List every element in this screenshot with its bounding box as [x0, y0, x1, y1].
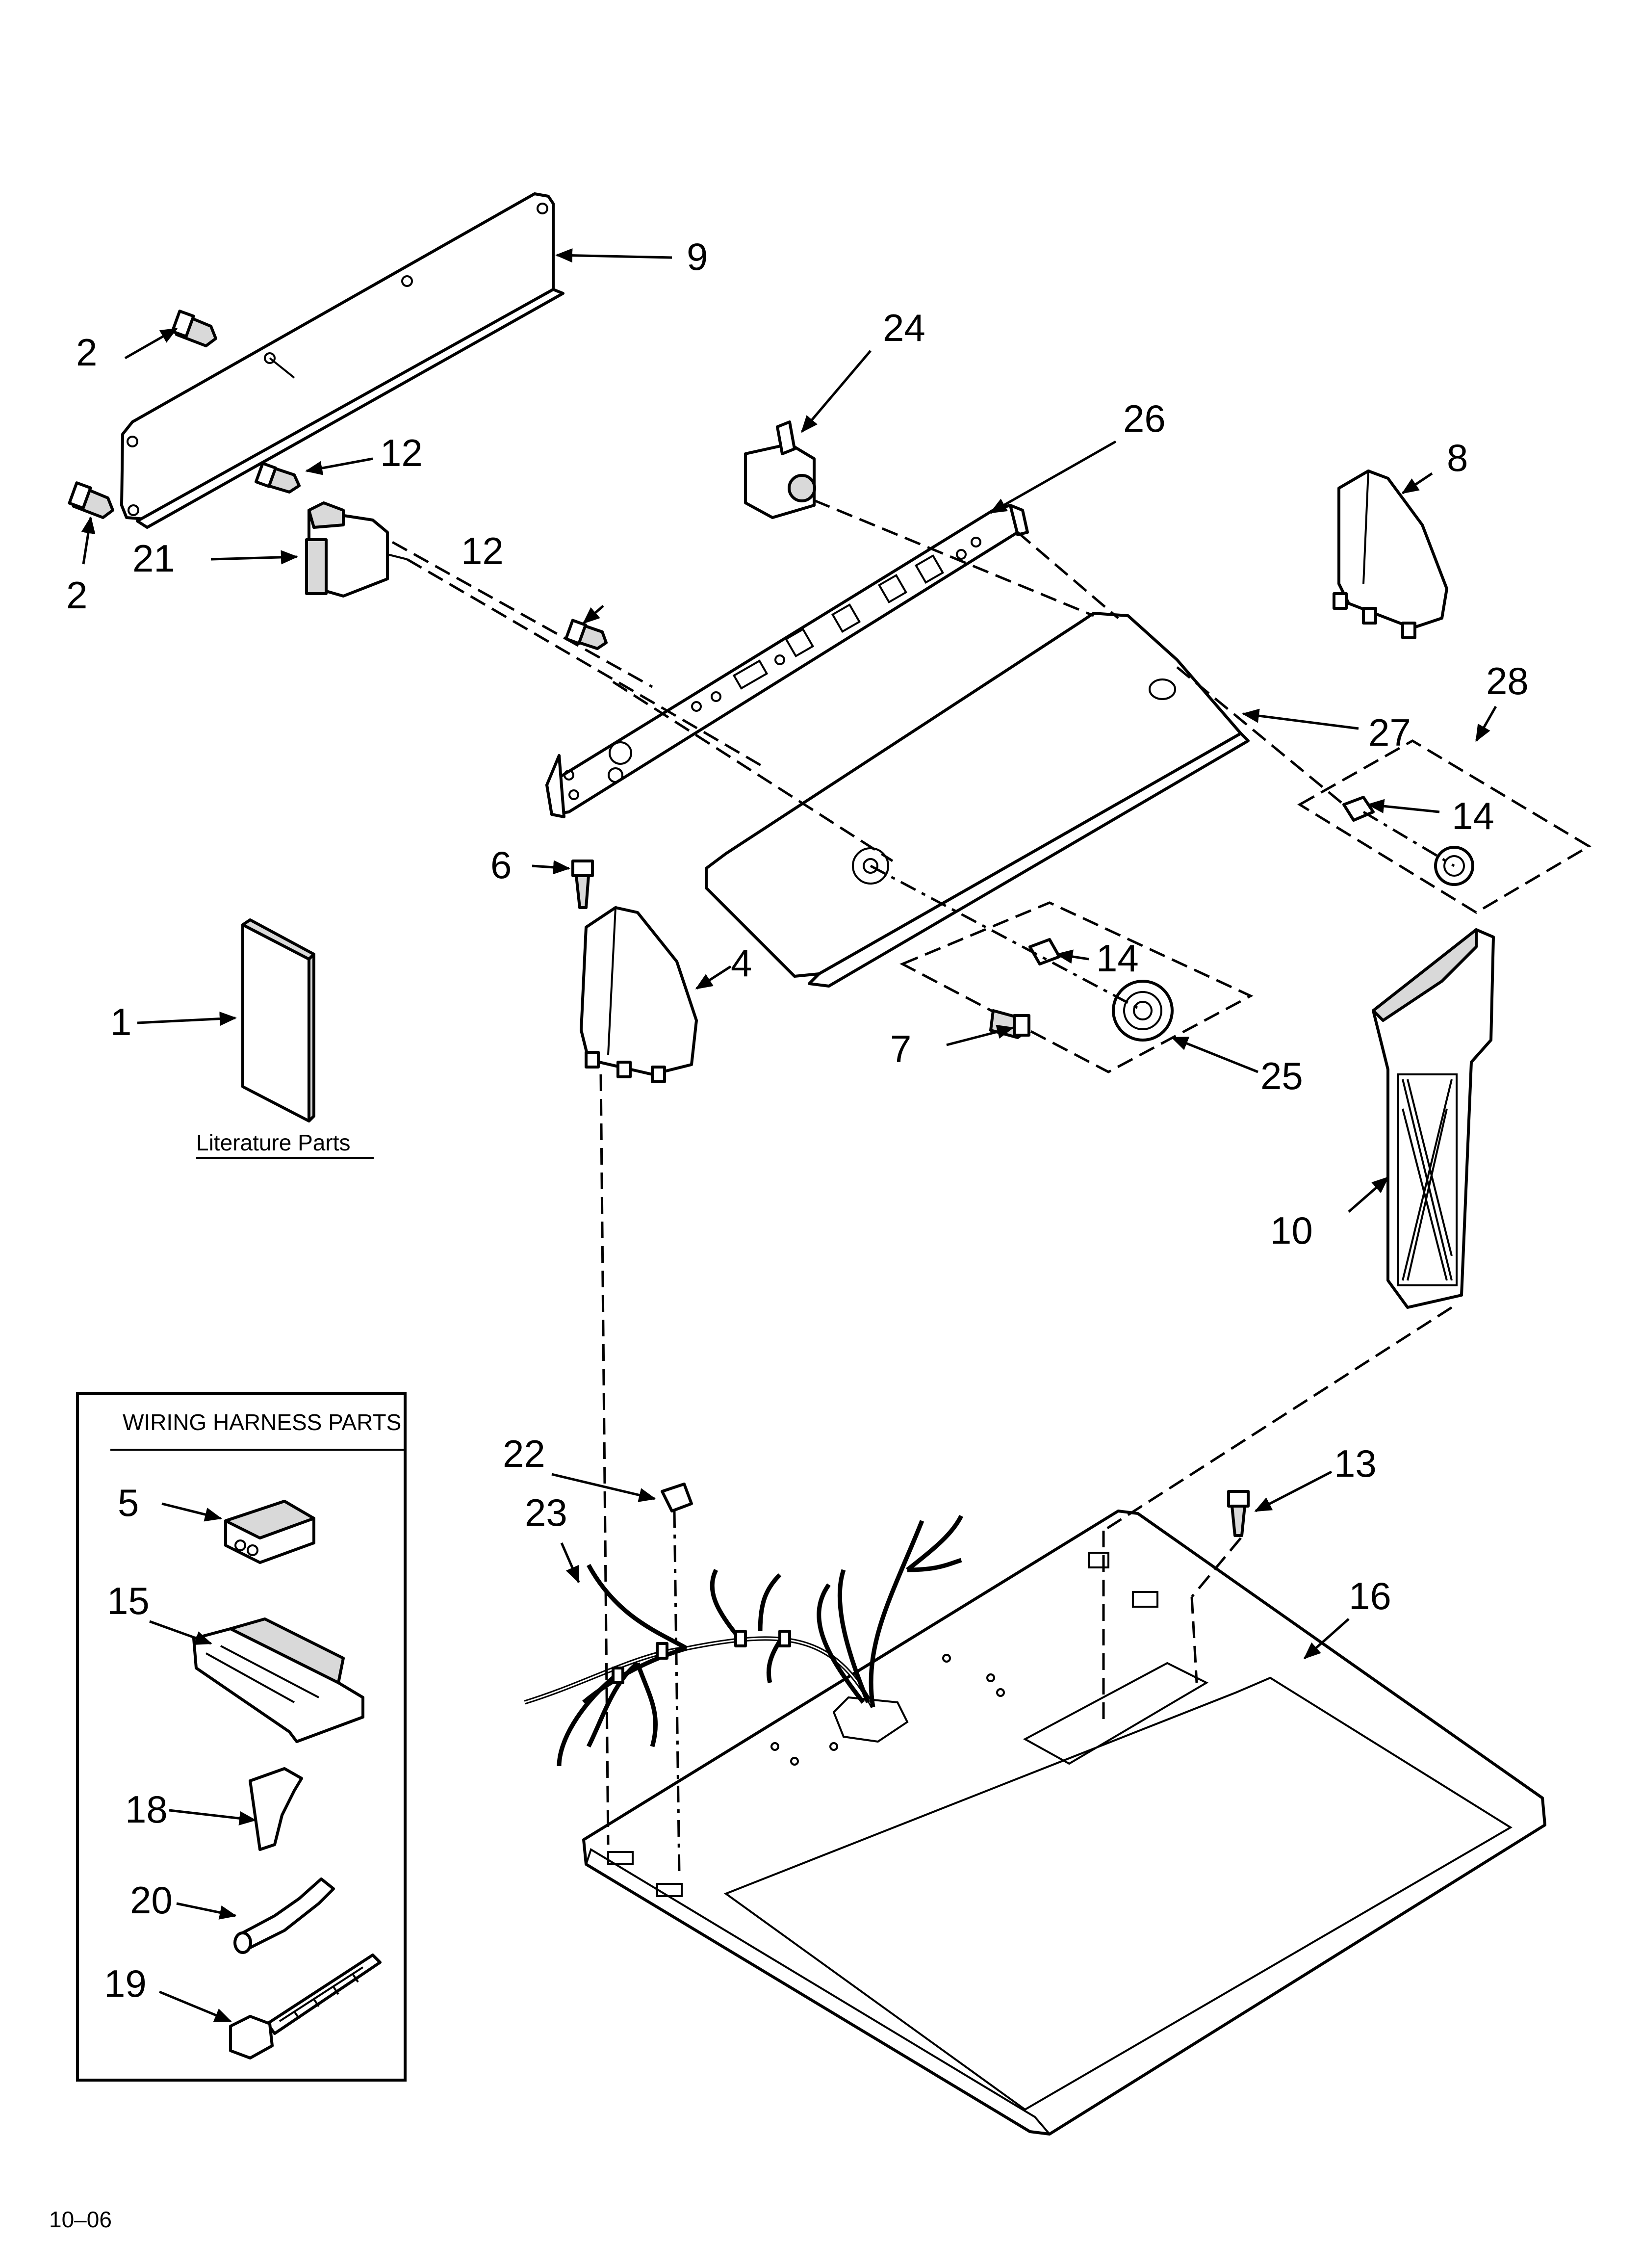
- callout-labels: 9 2 2 12 12 21 24 26 8 27 28 14 6 4 14 7…: [49, 235, 1529, 2232]
- callout-28: 28: [1486, 659, 1529, 703]
- wiring-harness-box-title: WIRING HARNESS PARTS: [123, 1409, 401, 1435]
- part-26-control-bracket: [545, 504, 1029, 818]
- callout-18: 18: [125, 1788, 168, 1831]
- callout-8: 8: [1447, 436, 1468, 479]
- part-20-terminal: [233, 1877, 335, 1954]
- part-2-screw-bottom: [68, 481, 114, 519]
- part-9-rear-panel: [120, 192, 564, 529]
- literature-parts-label: Literature Parts: [196, 1130, 350, 1155]
- callout-14-right: 14: [1452, 794, 1494, 837]
- part-13-screw: [1227, 1490, 1250, 1537]
- part-28-knob-group: [1297, 739, 1591, 914]
- callout-27: 27: [1368, 711, 1411, 754]
- part-4-end-cap-left: [580, 906, 698, 1083]
- part-16-top-panel: [582, 1510, 1546, 2136]
- part-10-lint-screen: [1372, 928, 1495, 1309]
- callout-14-left: 14: [1096, 937, 1139, 980]
- callout-13: 13: [1334, 1442, 1377, 1485]
- callout-21: 21: [132, 537, 175, 580]
- callout-12-top: 12: [380, 431, 423, 474]
- part-7-screw: [989, 1009, 1030, 1039]
- part-6-screw: [571, 860, 594, 909]
- callout-22: 22: [503, 1432, 545, 1475]
- part-18-clip: [249, 1767, 303, 1851]
- callout-24: 24: [883, 306, 925, 349]
- callout-7: 7: [890, 1027, 911, 1070]
- callout-2-bottom: 2: [66, 574, 87, 617]
- wiring-harness-parts-box: [76, 1392, 407, 2082]
- part-23-wiring-harness: [524, 1514, 964, 1767]
- part-22-clip: [661, 1483, 693, 1512]
- callout-4: 4: [731, 941, 752, 985]
- part-27-console: [705, 612, 1250, 988]
- part-25-knob-group: [899, 901, 1254, 1073]
- part-12-screw-top: [255, 462, 301, 494]
- callout-9: 9: [687, 235, 708, 278]
- callout-19: 19: [104, 1962, 147, 2005]
- callout-10: 10: [1270, 1209, 1313, 1252]
- callout-6: 6: [490, 843, 512, 886]
- date-code: 10–06: [49, 2207, 112, 2232]
- part-19-cable-tie: [229, 1954, 382, 2059]
- part-15-terminal-block: [192, 1617, 364, 1743]
- callout-25: 25: [1260, 1054, 1303, 1097]
- part-24-timer: [744, 420, 816, 519]
- assembly-lines: [391, 499, 1455, 1875]
- part-5-connector: [224, 1500, 315, 1564]
- callout-1: 1: [110, 1000, 131, 1043]
- callout-16: 16: [1349, 1574, 1391, 1617]
- callout-12-bottom: 12: [461, 529, 504, 573]
- callout-20: 20: [130, 1878, 173, 1922]
- callout-23: 23: [525, 1491, 567, 1534]
- part-21-switch: [305, 501, 408, 598]
- callout-26: 26: [1123, 397, 1166, 440]
- part-2-screw-top: [171, 310, 217, 347]
- callout-2-top: 2: [76, 331, 97, 374]
- leader-arrows: [81, 248, 1497, 2023]
- part-8-end-cap-right: [1333, 469, 1448, 639]
- part-12-screw-bottom: [564, 619, 608, 650]
- callout-15: 15: [107, 1579, 150, 1622]
- part-1-literature: [241, 918, 315, 1122]
- callout-5: 5: [118, 1481, 139, 1524]
